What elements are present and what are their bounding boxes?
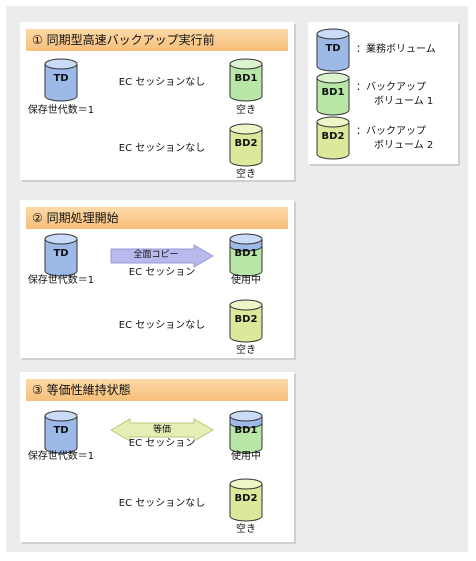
panel-equivalence-state: ③ 等価性維持状態 TD 保存世代数＝1 等価 EC セッション BD1 使用中… bbox=[20, 372, 294, 542]
bd2-volume-icon: BD2 bbox=[229, 478, 263, 522]
bd1-status: 使用中 bbox=[231, 451, 261, 462]
bd1-label: BD1 bbox=[234, 248, 258, 259]
bd1-volume-icon: BD1 bbox=[229, 410, 263, 454]
legend-bd2-text1: ：バックアップ bbox=[356, 126, 426, 137]
td-label: TD bbox=[53, 248, 69, 259]
ec-session-caption: EC セッション bbox=[128, 438, 196, 449]
panel-before-backup: ① 同期型高速バックアップ実行前 TD 保存世代数＝1 EC セッションなし B… bbox=[20, 22, 294, 180]
legend-td-text: ：業務ボリューム bbox=[356, 44, 436, 55]
sync-arrow-icon bbox=[110, 418, 214, 442]
legend-panel: TD ：業務ボリューム BD1 ：バックアップ ボリューム 1 BD2 ：バック… bbox=[308, 22, 458, 164]
bd2-label: BD2 bbox=[234, 138, 258, 149]
legend-bd1-text1: ：バックアップ bbox=[356, 82, 426, 93]
bd2-status: 空き bbox=[236, 524, 256, 535]
bd2-legend-icon: BD2 bbox=[316, 116, 350, 160]
td-caption: 保存世代数＝1 bbox=[27, 105, 95, 116]
bd1-label: BD1 bbox=[234, 73, 258, 84]
bd2-volume-icon: BD2 bbox=[229, 123, 263, 167]
td-label: TD bbox=[53, 73, 69, 84]
bd1-label: BD1 bbox=[234, 425, 258, 436]
copy-arrow-label: 全面コピー bbox=[133, 250, 179, 260]
bd2-label: BD2 bbox=[234, 493, 258, 504]
bd2-status: 空き bbox=[236, 169, 256, 180]
panel-sync-start: ② 同期処理開始 TD 保存世代数＝1 全面コピー EC セッション BD1 使… bbox=[20, 200, 294, 358]
legend-bd2-label: BD2 bbox=[321, 131, 345, 142]
bd2-link-text: EC セッションなし bbox=[118, 320, 206, 331]
td-volume-icon: TD bbox=[44, 58, 78, 102]
bd1-link-text: EC セッションなし bbox=[118, 77, 206, 88]
panel-title: ② 同期処理開始 bbox=[26, 207, 288, 229]
td-caption: 保存世代数＝1 bbox=[27, 451, 95, 462]
bd2-link-text: EC セッションなし bbox=[118, 143, 206, 154]
panel-title: ③ 等価性維持状態 bbox=[26, 379, 288, 401]
legend-bd1-label: BD1 bbox=[321, 87, 345, 98]
legend-bd2-text2: ボリューム 2 bbox=[374, 140, 434, 151]
td-legend-icon: TD bbox=[316, 28, 350, 72]
copy-arrow-icon bbox=[110, 244, 214, 268]
bd1-status: 空き bbox=[236, 105, 256, 116]
bd1-volume-icon: BD1 bbox=[229, 58, 263, 102]
legend-td-label: TD bbox=[325, 43, 341, 54]
legend-bd1-text2: ボリューム 1 bbox=[374, 96, 434, 107]
bd2-status: 空き bbox=[236, 345, 256, 356]
td-volume-icon: TD bbox=[44, 233, 78, 277]
ec-session-caption: EC セッション bbox=[128, 267, 196, 278]
bd1-legend-icon: BD1 bbox=[316, 72, 350, 116]
bd2-link-text: EC セッションなし bbox=[118, 498, 206, 509]
td-caption: 保存世代数＝1 bbox=[27, 275, 95, 286]
bd2-label: BD2 bbox=[234, 314, 258, 325]
bd2-volume-icon: BD2 bbox=[229, 299, 263, 343]
td-label: TD bbox=[53, 425, 69, 436]
bd1-volume-icon: BD1 bbox=[229, 233, 263, 277]
td-volume-icon: TD bbox=[44, 410, 78, 454]
bd1-status: 使用中 bbox=[231, 275, 261, 286]
sync-arrow-label: 等価 bbox=[152, 425, 172, 435]
panel-title: ① 同期型高速バックアップ実行前 bbox=[26, 29, 288, 51]
